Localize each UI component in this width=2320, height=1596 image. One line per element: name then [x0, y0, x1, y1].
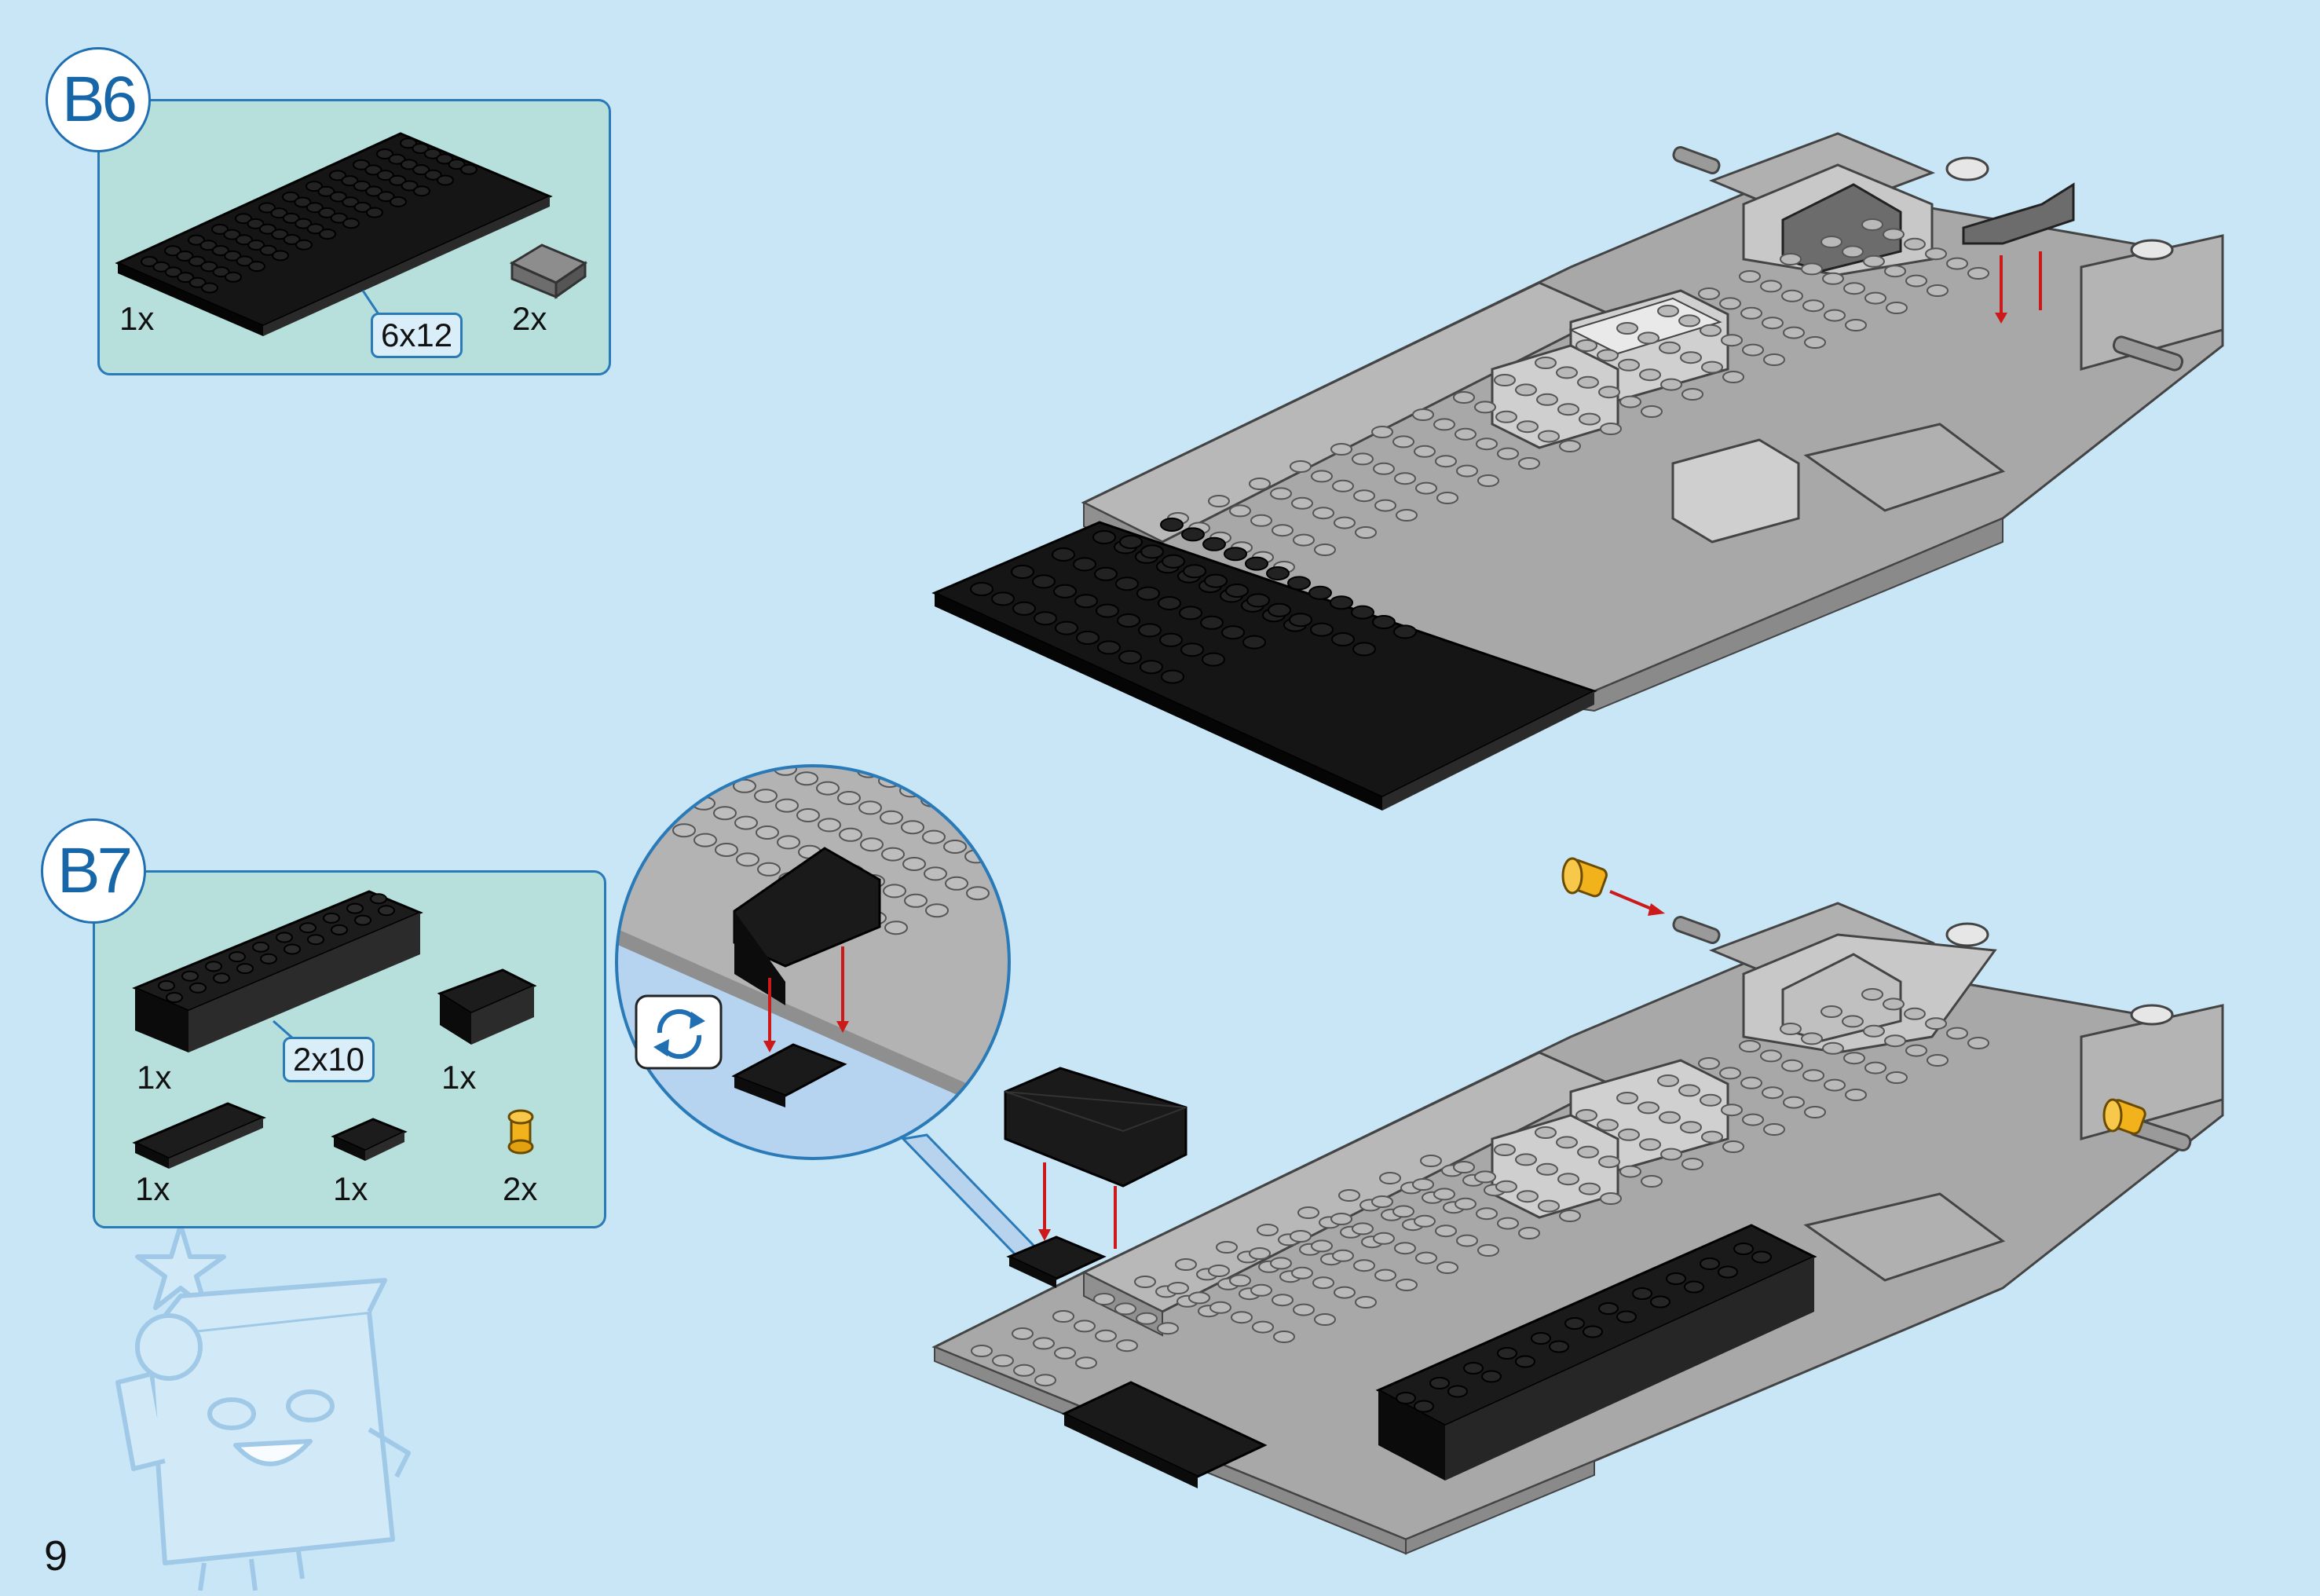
black-tile-plate-icon — [132, 1102, 266, 1169]
part-size-tag-2x10: 2x10 — [283, 1037, 375, 1082]
step-badge-b6: B6 — [46, 47, 151, 152]
part-qty-brick-2x10: 1x — [137, 1059, 172, 1096]
part-qty-slope: 2x — [512, 300, 547, 337]
part-qty-yellow-pin: 2x — [503, 1170, 538, 1207]
part-qty-plate-6x12: 1x — [119, 300, 155, 337]
yellow-pin-left — [1561, 857, 1665, 916]
part-qty-tile-plate: 1x — [135, 1170, 170, 1207]
black-brick-2x10-icon — [132, 890, 423, 1052]
black-wedge-brick-icon — [437, 968, 537, 1045]
rotate-icon — [635, 994, 723, 1070]
part-qty-small-plate: 1x — [333, 1170, 368, 1207]
black-plate-6x12-icon — [115, 132, 553, 336]
step-badge-b7: B7 — [41, 818, 146, 924]
black-small-plate-icon — [331, 1118, 408, 1161]
detail-callout — [617, 766, 1009, 1159]
part-qty-wedge-brick: 1x — [441, 1059, 477, 1096]
part-size-tag-6x12: 6x12 — [371, 313, 463, 358]
page-number: 9 — [44, 1532, 68, 1580]
dark-gray-slope-icon — [509, 243, 588, 299]
yellow-pin-right — [2102, 1098, 2146, 1135]
yellow-pin-icon — [507, 1109, 534, 1155]
